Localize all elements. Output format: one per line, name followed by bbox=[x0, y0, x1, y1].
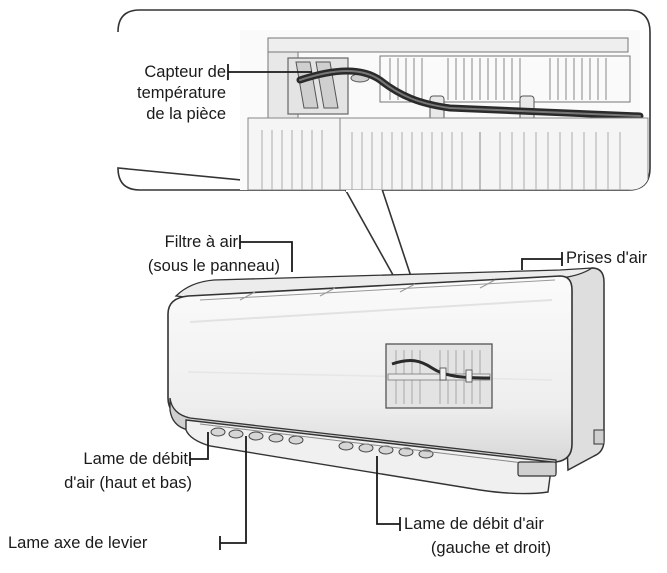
label-room-sensor-line1: Capteur de bbox=[96, 62, 226, 83]
label-horizontal-blade-line2: (gauche et droit) bbox=[396, 538, 586, 559]
label-air-filter-line1: Filtre à air bbox=[100, 232, 238, 253]
label-room-sensor-line2: température bbox=[96, 83, 226, 104]
label-vertical-blade-line1: Lame de débit bbox=[20, 449, 188, 470]
indoor-unit bbox=[168, 268, 604, 494]
label-lever-axis-blade: Lame axe de levier bbox=[8, 533, 220, 554]
label-horizontal-blade-sub: (gauche et droit) bbox=[396, 538, 586, 559]
label-air-filter-line2: (sous le panneau) bbox=[90, 256, 280, 277]
label-horizontal-blade: Lame de débit d'air bbox=[404, 514, 584, 535]
label-room-sensor-line3: de la pièce bbox=[96, 104, 226, 125]
label-horizontal-blade-line1: Lame de débit d'air bbox=[404, 514, 584, 535]
label-room-sensor: Capteur de température de la pièce bbox=[96, 62, 226, 125]
leader-lever-axis bbox=[220, 436, 246, 543]
label-vertical-blade: Lame de débit bbox=[20, 449, 188, 470]
label-air-filter: Filtre à air bbox=[100, 232, 238, 253]
zoomed-sensor-area bbox=[240, 30, 648, 190]
label-vertical-blade-sub: d'air (haut et bas) bbox=[20, 473, 192, 494]
label-vertical-blade-line2: d'air (haut et bas) bbox=[20, 473, 192, 494]
label-air-filter-sub: (sous le panneau) bbox=[90, 256, 280, 277]
label-air-intake: Prises d'air bbox=[566, 248, 666, 269]
leader-air-intake bbox=[522, 259, 562, 270]
